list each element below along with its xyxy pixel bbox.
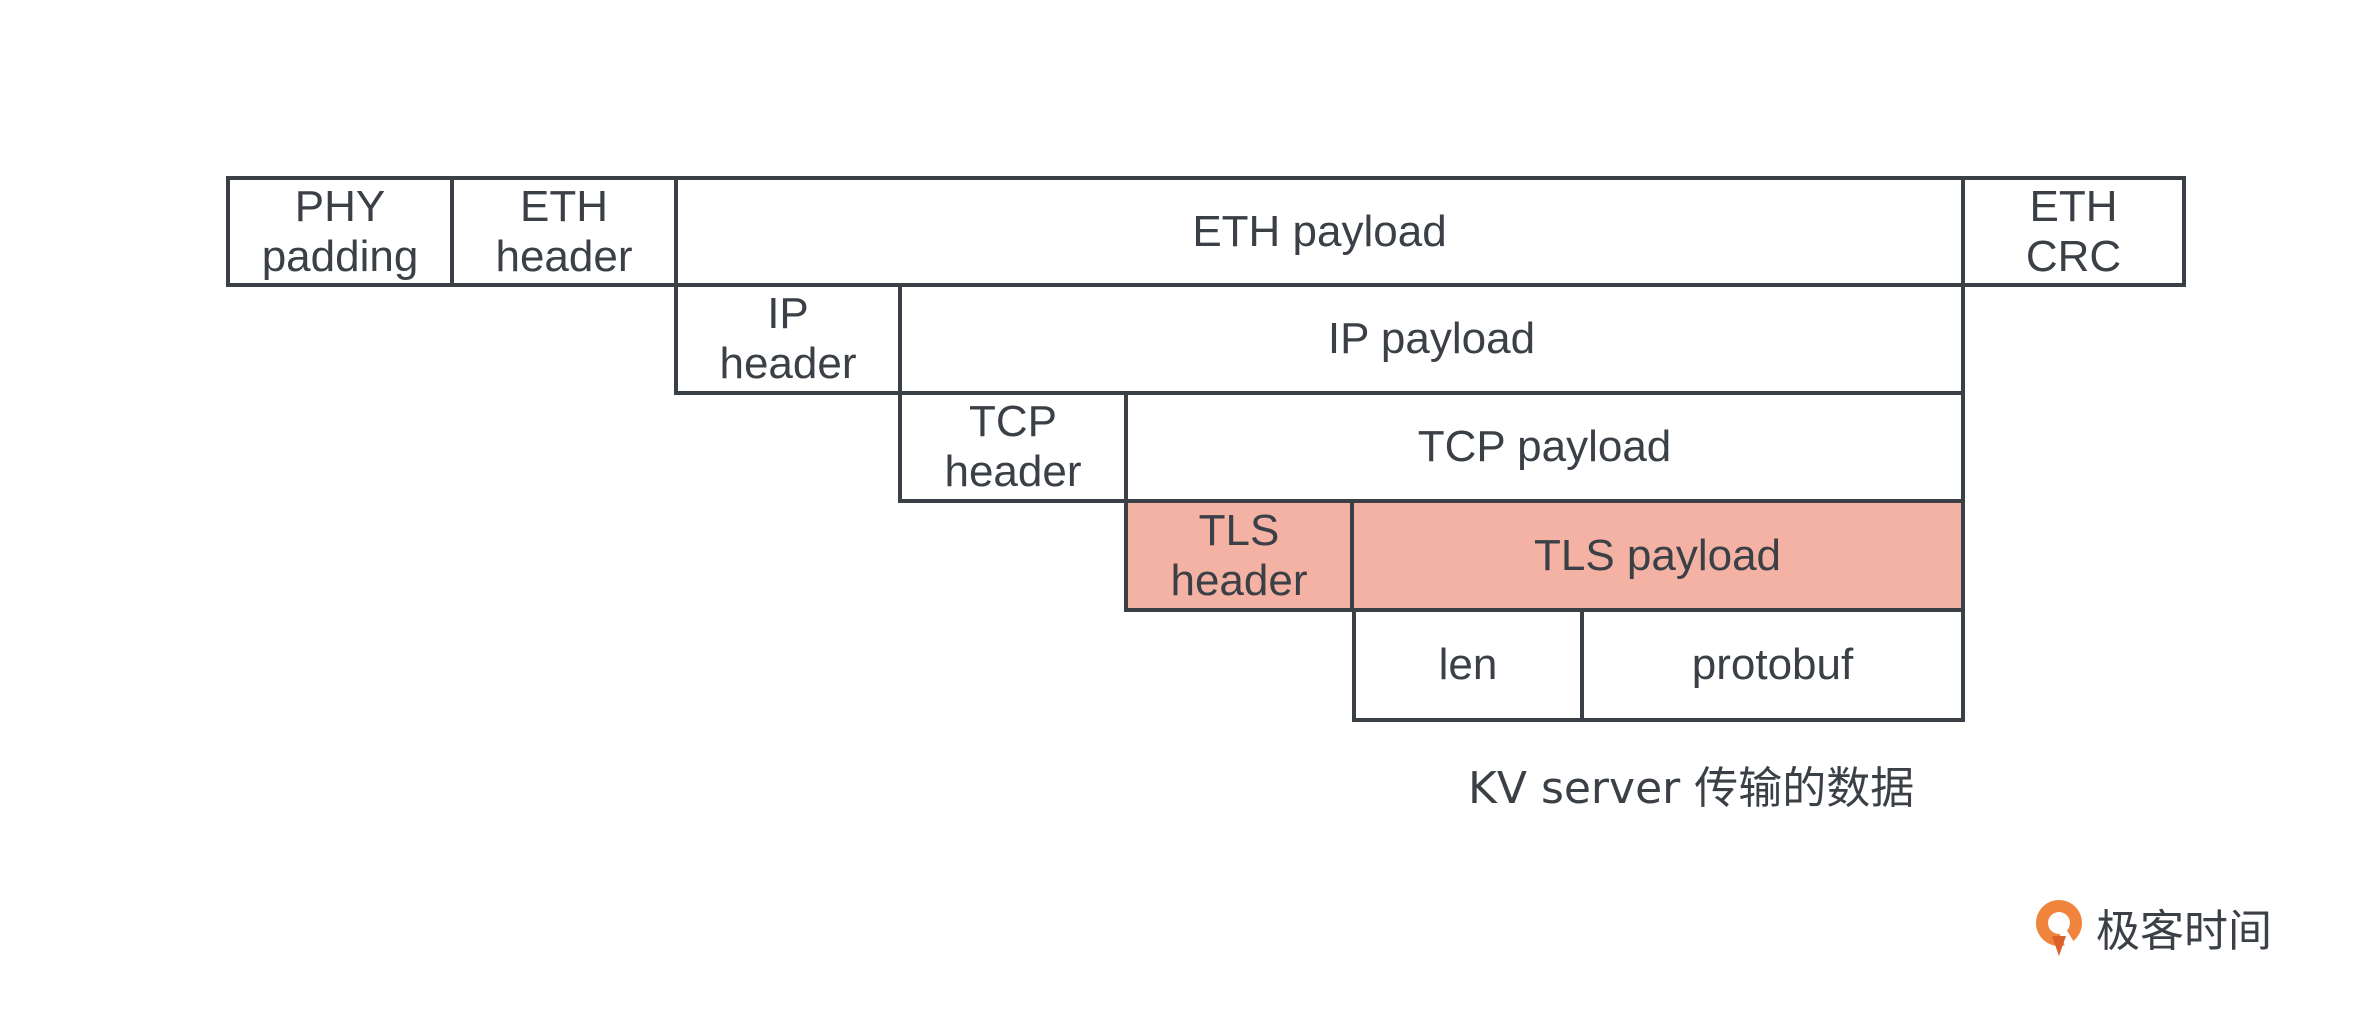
tcp-header-box: TCP header <box>898 391 1128 503</box>
geektime-logo: 极客时间 <box>2030 895 2272 959</box>
eth-crc-box: ETH CRC <box>1961 176 2186 287</box>
tcp-payload-box: TCP payload <box>1124 391 1965 503</box>
eth-header-box: ETH header <box>450 176 678 287</box>
eth-header-label: ETH header <box>495 181 633 281</box>
geektime-logo-icon <box>2036 900 2082 956</box>
tls-header-box: TLS header <box>1124 499 1354 612</box>
tcp-header-label: TCP header <box>944 397 1082 496</box>
kv-server-caption: KV server 传输的数据 <box>1468 763 1915 814</box>
ip-payload-label: IP payload <box>1327 314 1536 363</box>
protobuf-box: protobuf <box>1580 608 1965 722</box>
tls-header-label: TLS header <box>1170 505 1308 605</box>
eth-payload-box: ETH payload <box>674 176 1965 287</box>
ip-header-label: IP header <box>719 289 857 388</box>
geektime-logo-text: 极客时间 <box>2096 906 2272 957</box>
len-label: len <box>1438 640 1498 689</box>
protobuf-label: protobuf <box>1691 640 1854 689</box>
tls-payload-box: TLS payload <box>1350 499 1965 612</box>
tls-payload-label: TLS payload <box>1533 530 1782 580</box>
tcp-payload-label: TCP payload <box>1417 422 1672 471</box>
phy-padding-label: PHY padding <box>261 181 419 281</box>
phy-padding-box: PHY padding <box>226 176 454 287</box>
len-box: len <box>1352 608 1584 722</box>
ip-header-box: IP header <box>674 283 902 395</box>
eth-crc-label: ETH CRC <box>2025 181 2122 281</box>
eth-payload-label: ETH payload <box>1192 206 1447 256</box>
ip-payload-box: IP payload <box>898 283 1965 395</box>
